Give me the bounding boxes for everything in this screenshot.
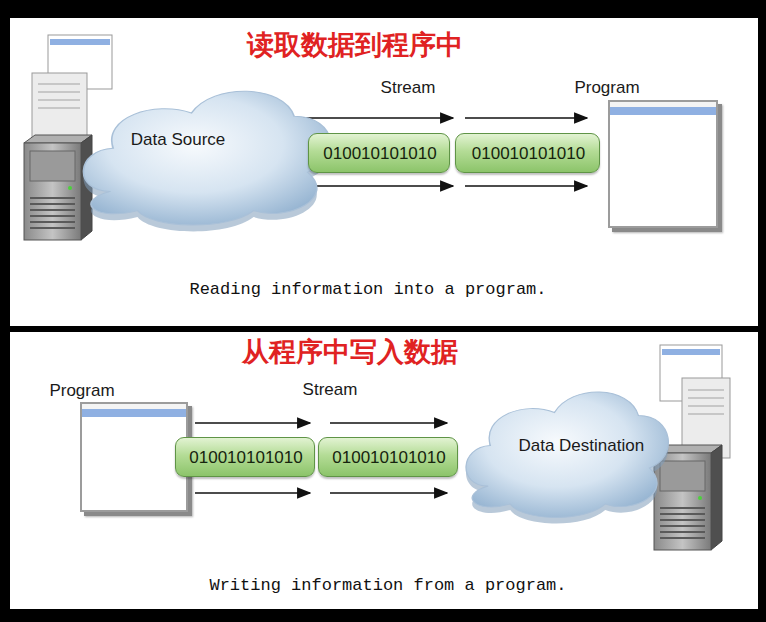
diagram-panel: Program010010101010010010101010Data Dest… — [10, 332, 758, 609]
stream-label: Stream — [303, 380, 358, 400]
bit-string: 010010101010 — [189, 448, 302, 468]
panel-caption: Reading information into a program. — [189, 280, 546, 299]
program-window: Program — [608, 100, 718, 228]
bit-stream-pill: 010010101010 — [175, 437, 315, 477]
flow-arrow — [302, 118, 587, 186]
program-window: Program — [80, 402, 188, 512]
data-cloud: Data Destination — [455, 375, 676, 525]
bit-string: 010010101010 — [332, 448, 445, 468]
diagram-panel: Data Source 010010101010 010010101010 Progr… — [10, 18, 758, 326]
cloud-label: Data Destination — [518, 436, 644, 456]
bit-stream-pill: 010010101010 — [318, 437, 458, 477]
cloud-outline — [70, 73, 340, 233]
bit-string: 010010101010 — [472, 144, 585, 164]
panel-heading: 读取数据到程序中 — [247, 27, 463, 63]
panel-caption: Writing information from a program. — [209, 576, 566, 595]
window-heading: Program — [49, 381, 114, 401]
bit-stream-pill: 010010101010 — [308, 133, 450, 173]
bit-stream-pill: 010010101010 — [455, 133, 600, 173]
stream-label: Stream — [381, 78, 436, 98]
bit-string: 010010101010 — [323, 144, 436, 164]
cloud-label: Data Source — [131, 130, 226, 150]
window-heading: Program — [574, 78, 639, 98]
panel-heading: 从程序中写入数据 — [242, 334, 458, 370]
data-cloud: Data Source — [70, 73, 340, 233]
